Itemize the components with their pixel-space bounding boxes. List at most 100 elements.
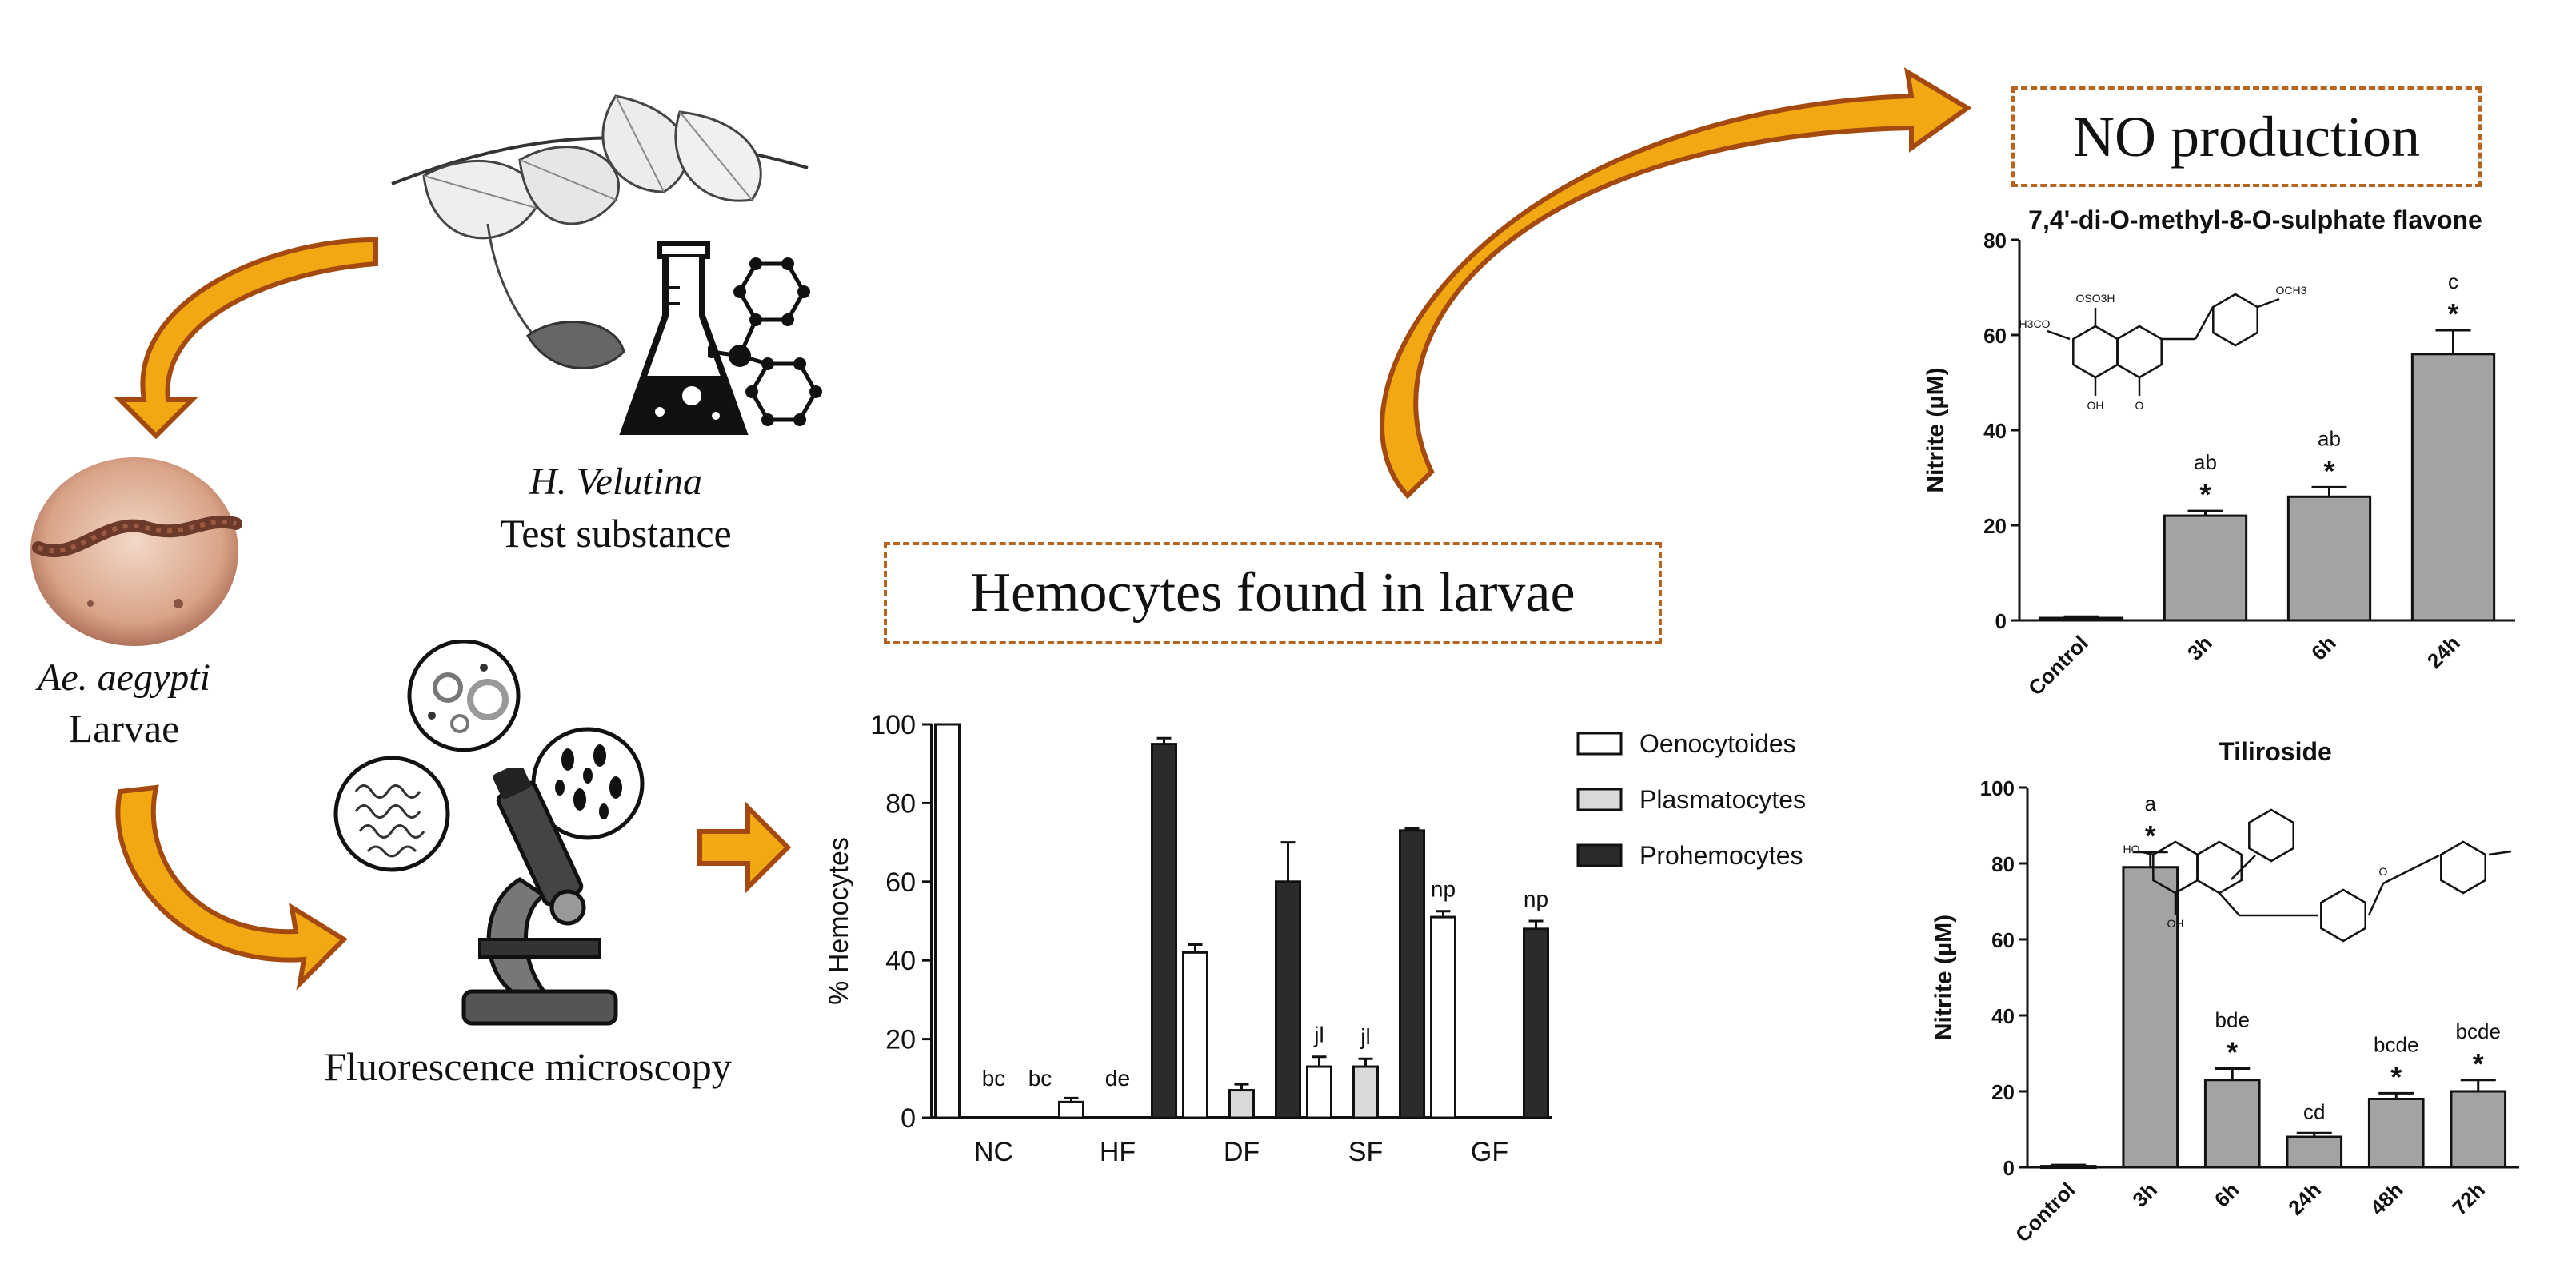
x-tick-label: NC <box>974 1137 1013 1167</box>
significance-star: * <box>2227 1036 2238 1069</box>
bond-line <box>2219 892 2240 916</box>
bar <box>2039 616 2124 622</box>
significance-star: * <box>2390 1060 2402 1093</box>
ring-shape <box>2320 888 2366 943</box>
bar <box>1352 1065 1379 1119</box>
y-tick-label: 80 <box>1991 852 2015 876</box>
x-tick-label: 3h <box>2127 1178 2162 1212</box>
significance-label: bde <box>2215 1008 2250 1032</box>
x-tick-label: 24h <box>2422 631 2465 673</box>
y-tick-label: 100 <box>870 710 916 740</box>
curved-arrow-icon <box>115 784 348 991</box>
significance-label: bc <box>1028 1066 1052 1091</box>
structure-label: O <box>2379 865 2388 878</box>
bond-line <box>2139 850 2154 856</box>
y-tick-label: 60 <box>1983 324 2007 348</box>
y-axis-label: % Hemocytes <box>824 837 854 1005</box>
significance-label: jl <box>1360 1024 1370 1049</box>
significance-label: np <box>1431 877 1456 902</box>
bar <box>1430 915 1456 1119</box>
ring-shape <box>2196 840 2243 895</box>
bar <box>2039 1165 2097 1170</box>
x-tick-label: 72h <box>2447 1178 2490 1220</box>
larva-petri-icon <box>30 457 242 646</box>
significance-label: bcde <box>2456 1019 2501 1043</box>
x-tick-label: 24h <box>2283 1178 2326 1220</box>
bar <box>2410 353 2496 622</box>
y-tick-label: 80 <box>885 788 916 819</box>
x-tick-label: GF <box>1471 1137 1508 1167</box>
legend-swatch <box>1576 843 1623 867</box>
significance-label: cd <box>2303 1099 2325 1123</box>
no-title: NO production <box>2073 104 2420 169</box>
x-tick-label: DF <box>1224 1137 1260 1167</box>
bar <box>2450 1090 2507 1169</box>
larvae-label: Larvae <box>68 706 180 751</box>
significance-label: bc <box>982 1066 1006 1091</box>
x-tick-label: Control <box>2023 631 2093 700</box>
flavone-chart: 7,4'-di-O-methyl-8-O-sulphate flavone020… <box>1923 205 2515 700</box>
significance-label: bcde <box>2374 1032 2418 1056</box>
y-tick-label: 0 <box>901 1103 916 1134</box>
y-tick-label: 80 <box>1983 229 2007 253</box>
legend-label: Prohemocytes <box>1639 841 1803 870</box>
significance-star: * <box>2199 478 2211 511</box>
species-label: H. Velutina <box>529 461 702 503</box>
bar <box>1182 951 1208 1119</box>
bar <box>2122 866 2179 1169</box>
y-tick-label: 20 <box>1983 514 2007 538</box>
y-tick-label: 20 <box>885 1025 916 1055</box>
plant-icon <box>391 94 809 369</box>
bar <box>1399 829 1425 1119</box>
x-tick-label: Control <box>2011 1178 2080 1247</box>
legend-swatch <box>1576 732 1623 756</box>
x-tick-label: 48h <box>2366 1178 2408 1220</box>
flask-icon <box>619 241 749 435</box>
y-tick-label: 40 <box>1991 1004 2015 1028</box>
curved-arrow-icon <box>114 237 378 440</box>
hemocytes-title: Hemocytes found in larvae <box>970 562 1576 624</box>
y-axis-label: Nitrite (µM) <box>1923 367 1949 492</box>
bar <box>1228 1089 1255 1119</box>
bond-line <box>2257 297 2280 309</box>
x-tick-label: 6h <box>2306 631 2341 665</box>
bond-line <box>2382 854 2440 885</box>
y-tick-label: 0 <box>2003 1156 2015 1180</box>
significance-label: ab <box>2318 426 2341 450</box>
legend-label: Oenocytoides <box>1639 729 1796 758</box>
significance-star: * <box>2145 819 2156 852</box>
bar <box>2203 1079 2261 1169</box>
bond-line <box>2194 306 2215 340</box>
y-tick-label: 20 <box>1991 1080 2015 1104</box>
significance-label: np <box>1524 887 1548 911</box>
cells-icon <box>333 640 645 872</box>
significance-label: jl <box>1313 1023 1324 1047</box>
structure-label: OH <box>2167 917 2184 930</box>
chart-title: 7,4'-di-O-methyl-8-O-sulphate flavone <box>2028 205 2482 234</box>
chart-title: Tiliroside <box>2219 737 2332 766</box>
structure-label: OH <box>2087 399 2104 412</box>
larvae-species-label: Ae. aegypti <box>38 656 210 699</box>
significance-star: * <box>2447 297 2458 330</box>
bar <box>1275 880 1301 1119</box>
bar <box>1151 743 1177 1119</box>
bond-line <box>2047 329 2071 341</box>
bar <box>2286 1135 2343 1169</box>
significance-label: c <box>2448 269 2458 293</box>
y-tick-label: 60 <box>1991 928 2015 952</box>
bond-line <box>2488 850 2512 856</box>
structure-label: H3CO <box>2019 317 2051 330</box>
ring-shape <box>2072 325 2119 379</box>
microscope-icon <box>461 768 618 1026</box>
bar <box>2163 514 2248 622</box>
bar <box>1523 927 1549 1119</box>
significance-star: * <box>2473 1047 2484 1080</box>
ring-shape <box>2248 808 2294 863</box>
hemocytes-title-box: Hemocytes found in larvae <box>884 542 1662 644</box>
molecule-icon <box>708 257 822 426</box>
